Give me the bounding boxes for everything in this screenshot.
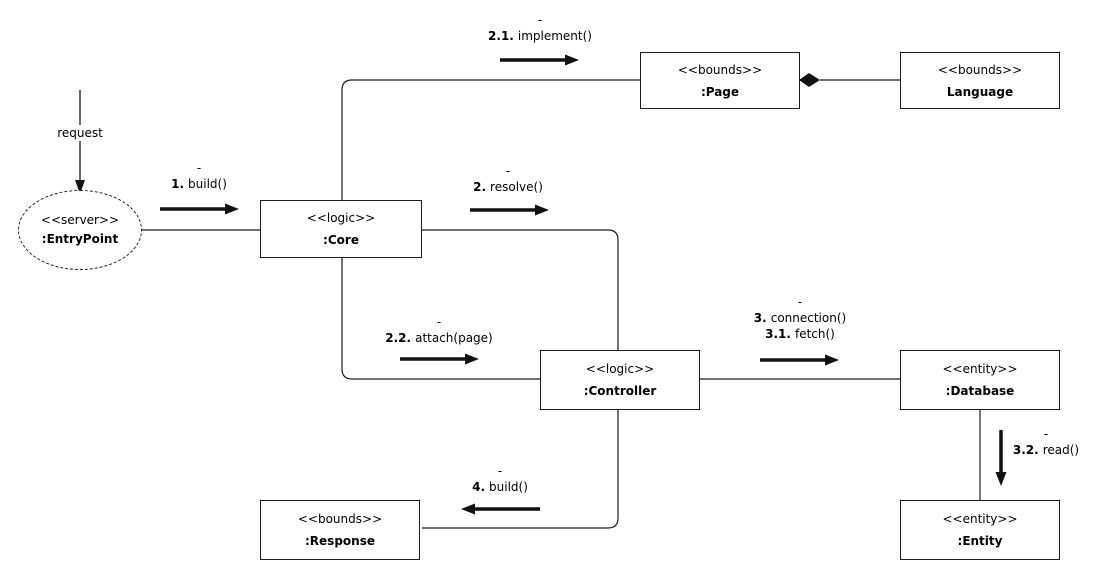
node-core: <<logic>> :Core bbox=[260, 200, 422, 258]
node-entity-stereotype: <<entity>> bbox=[942, 512, 1018, 526]
node-core-name: :Core bbox=[323, 233, 359, 247]
message-3-number: 3. bbox=[753, 311, 767, 325]
node-response-stereotype: <<bounds>> bbox=[297, 512, 383, 526]
message-1-label: - 1.build() bbox=[171, 160, 227, 192]
message-2-text: resolve() bbox=[490, 180, 543, 194]
message-2-2-number: 2.2. bbox=[385, 331, 412, 345]
link-core-controller-top bbox=[422, 229, 619, 350]
message-4-text: build() bbox=[489, 480, 528, 494]
message-2-2-anchor-dash: - bbox=[436, 315, 442, 329]
node-language: <<bounds>> Language bbox=[900, 52, 1060, 109]
node-entity: <<entity>> :Entity bbox=[900, 500, 1060, 560]
request-arrowhead-icon bbox=[75, 180, 85, 194]
node-controller-stereotype: <<logic>> bbox=[585, 362, 655, 376]
message-1-number: 1. bbox=[171, 177, 185, 191]
message-3-2-label: - 3.2.read() bbox=[1013, 426, 1079, 458]
node-entity-name: :Entity bbox=[957, 534, 1003, 548]
request-label: request bbox=[54, 125, 106, 141]
node-controller: <<logic>> :Controller bbox=[540, 350, 700, 410]
node-controller-name: :Controller bbox=[583, 384, 657, 398]
message-2-label: - 2.resolve() bbox=[473, 163, 543, 195]
message-2-1-text: implement() bbox=[517, 29, 592, 43]
node-page: <<bounds>> :Page bbox=[640, 52, 800, 109]
message-arrow-3-icon bbox=[760, 354, 839, 366]
composition-diamond-icon bbox=[799, 73, 820, 87]
message-2-anchor-dash: - bbox=[505, 164, 511, 178]
message-1-anchor-dash: - bbox=[196, 161, 202, 175]
message-arrow-2-2-icon bbox=[400, 353, 479, 365]
node-language-name: Language bbox=[946, 84, 1014, 99]
node-page-name: :Page bbox=[700, 84, 740, 99]
message-arrow-2-1-icon bbox=[500, 54, 579, 66]
link-controller-response bbox=[422, 410, 619, 529]
message-3-2-number: 3.2. bbox=[1012, 443, 1039, 457]
message-3-2-anchor-dash: - bbox=[1043, 427, 1049, 441]
message-arrow-2-icon bbox=[470, 204, 549, 216]
message-3-1-number: 3.1. bbox=[765, 327, 791, 341]
message-arrow-1-icon bbox=[160, 203, 239, 215]
message-4-anchor-dash: - bbox=[497, 464, 503, 478]
node-database-stereotype: <<entity>> bbox=[942, 362, 1018, 376]
message-2-1-label: - 2.1.implement() bbox=[488, 12, 592, 44]
message-3-1-text: fetch() bbox=[794, 327, 835, 341]
message-2-number: 2. bbox=[473, 180, 487, 194]
node-language-stereotype: <<bounds>> bbox=[937, 62, 1023, 77]
node-entrypoint-stereotype: <<server>> bbox=[40, 213, 120, 227]
message-4-label: - 4.build() bbox=[472, 463, 528, 495]
message-3-label: - 3.connection() 3.1.fetch() bbox=[754, 294, 846, 342]
message-3-2-text: read() bbox=[1042, 443, 1080, 457]
link-core-page bbox=[341, 79, 640, 200]
node-entrypoint: <<server>> :EntryPoint bbox=[18, 190, 142, 270]
node-page-stereotype: <<bounds>> bbox=[677, 62, 763, 77]
node-response-name: :Response bbox=[305, 534, 375, 548]
node-entrypoint-name: :EntryPoint bbox=[41, 232, 119, 246]
node-database-name: :Database bbox=[945, 384, 1015, 398]
message-4-number: 4. bbox=[472, 480, 486, 494]
node-response: <<bounds>> :Response bbox=[260, 500, 420, 560]
node-core-stereotype: <<logic>> bbox=[306, 211, 376, 225]
message-2-2-label: - 2.2.attach(page) bbox=[385, 314, 492, 346]
message-2-2-text: attach(page) bbox=[415, 331, 493, 345]
message-3-anchor-dash: - bbox=[797, 295, 803, 309]
node-database: <<entity>> :Database bbox=[900, 350, 1060, 410]
message-arrow-3-2-icon bbox=[995, 430, 1007, 486]
link-core-controller-left bbox=[341, 258, 540, 380]
message-3-text: connection() bbox=[770, 311, 847, 325]
message-2-1-anchor-dash: - bbox=[537, 13, 543, 27]
message-2-1-number: 2.1. bbox=[488, 29, 514, 43]
message-1-text: build() bbox=[188, 177, 227, 191]
message-arrow-4-icon bbox=[461, 503, 540, 515]
